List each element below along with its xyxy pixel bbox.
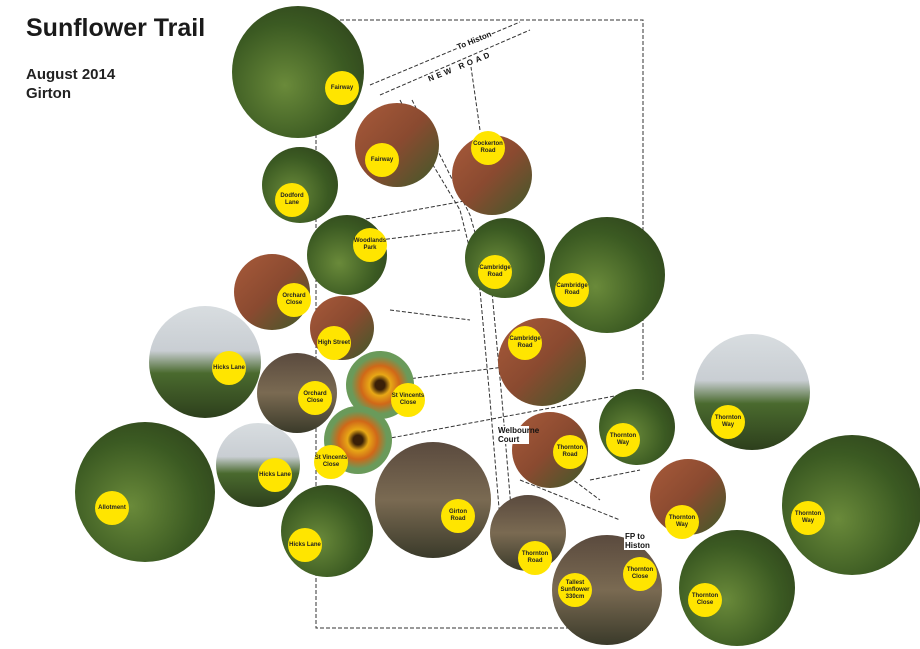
page-title: Sunflower Trail: [26, 14, 206, 42]
location-label: Thornton Close: [623, 557, 657, 591]
date: August 2014: [26, 66, 116, 83]
location-label: Fairway: [325, 71, 359, 105]
location-label: Orchard Close: [277, 283, 311, 317]
location-label: Hicks Lane: [258, 458, 292, 492]
sunflower-photo: [75, 422, 215, 562]
location-label: Fairway: [365, 143, 399, 177]
location-label: Thornton Way: [665, 505, 699, 539]
sunflower-photo: [355, 103, 439, 187]
location-label: Thornton Way: [711, 405, 745, 439]
location-label: St Vincents Close: [391, 383, 425, 417]
location-label: Thornton Way: [606, 423, 640, 457]
location-label: Thornton Road: [553, 435, 587, 469]
fp-line1: FP to: [625, 532, 645, 541]
location-label: Cambridge Road: [478, 255, 512, 289]
sunflower-photo: [375, 442, 491, 558]
location-label: Girton Road: [441, 499, 475, 533]
location-label: Thornton Road: [518, 541, 552, 575]
location-label: Hicks Lane: [288, 528, 322, 562]
location-label: Tallest Sunflower 330cm: [558, 573, 592, 607]
place: Girton: [26, 85, 71, 102]
fp-line2: Histon: [625, 541, 650, 550]
location-label: High Street: [317, 326, 351, 360]
location-label: Allotment: [95, 491, 129, 525]
location-label: Woodlands Park: [353, 228, 387, 262]
location-label: St Vincents Close: [314, 445, 348, 479]
location-label: Cambridge Road: [555, 273, 589, 307]
location-label: Dodford Lane: [275, 183, 309, 217]
location-label: Cambridge Road: [508, 326, 542, 360]
location-label: Hicks Lane: [212, 351, 246, 385]
location-label: Thornton Close: [688, 583, 722, 617]
sunflower-photo: [694, 334, 810, 450]
location-label: Cockerton Road: [471, 131, 505, 165]
map-label-welbourne: Welbourne Court: [497, 426, 540, 444]
subtitle: August 2014 Girton: [26, 65, 115, 103]
location-label: Orchard Close: [298, 381, 332, 415]
location-label: Thornton Way: [791, 501, 825, 535]
